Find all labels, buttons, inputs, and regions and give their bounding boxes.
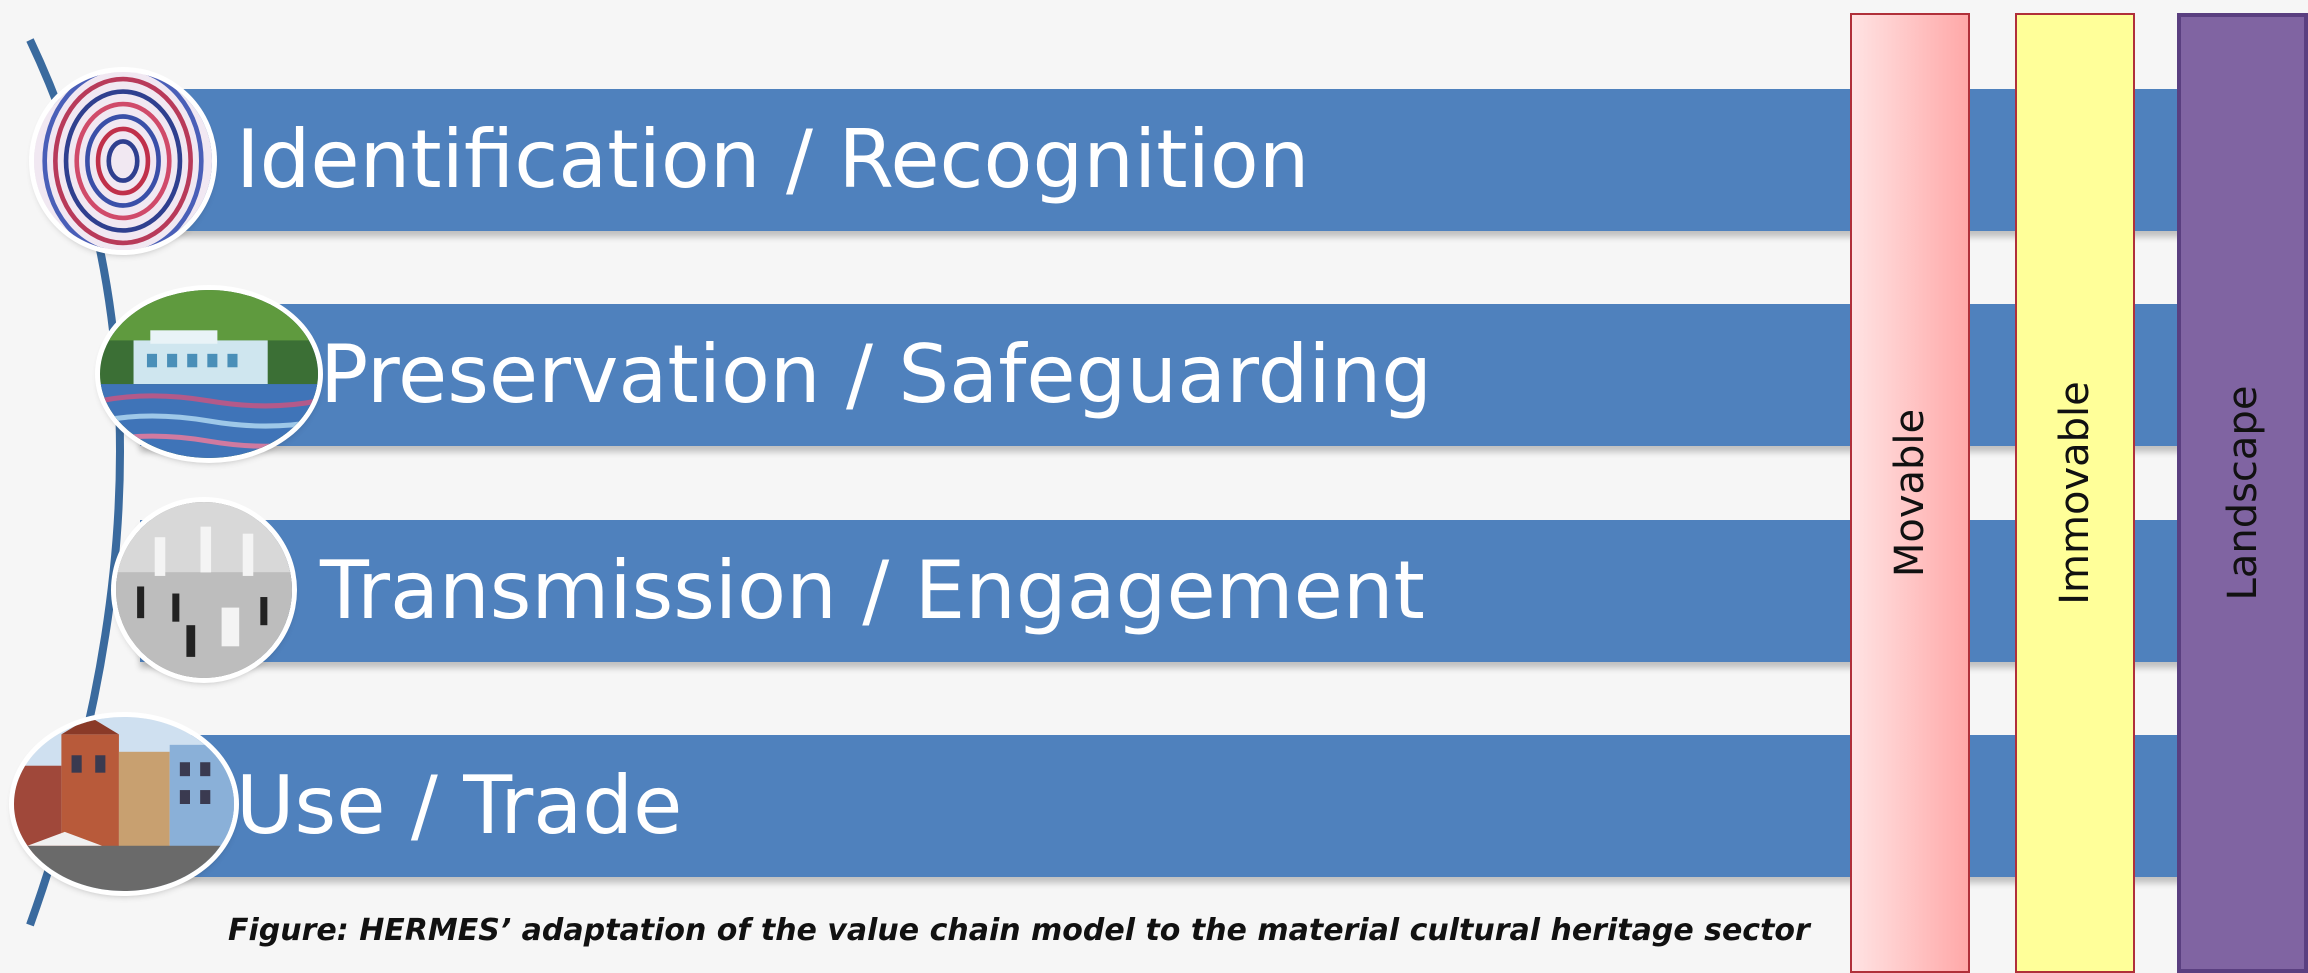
category-label-landscape: Landscape [2219, 385, 2266, 601]
figure-caption: Figure: HERMES’ adaptation of the value … [228, 913, 1810, 948]
category-column-landscape: Landscape [2177, 13, 2308, 973]
museum-sculpture-hall-photo [116, 502, 292, 678]
stage-label-identification: Identification / Recognition [236, 113, 1310, 206]
old-town-street-photo [14, 717, 234, 891]
stage-label-preservation: Preservation / Safeguarding [320, 328, 1433, 421]
stage-label-use: Use / Trade [236, 759, 683, 852]
category-column-immovable: Immovable [2015, 13, 2135, 973]
stage-label-transmission: Transmission / Engagement [320, 544, 1425, 637]
fingerprint-image [34, 72, 212, 250]
stage-band-preservation: Preservation / Safeguarding [140, 304, 2308, 446]
waterside-building-painting [100, 290, 318, 458]
stage-band-transmission: Transmission / Engagement [140, 520, 2308, 662]
stage-band-identification: Identification / Recognition [140, 89, 2308, 231]
category-label-immovable: Immovable [2052, 381, 2098, 605]
category-label-movable: Movable [1887, 408, 1933, 578]
category-column-movable: Movable [1850, 13, 1970, 973]
stage-band-use: Use / Trade [140, 735, 2308, 877]
